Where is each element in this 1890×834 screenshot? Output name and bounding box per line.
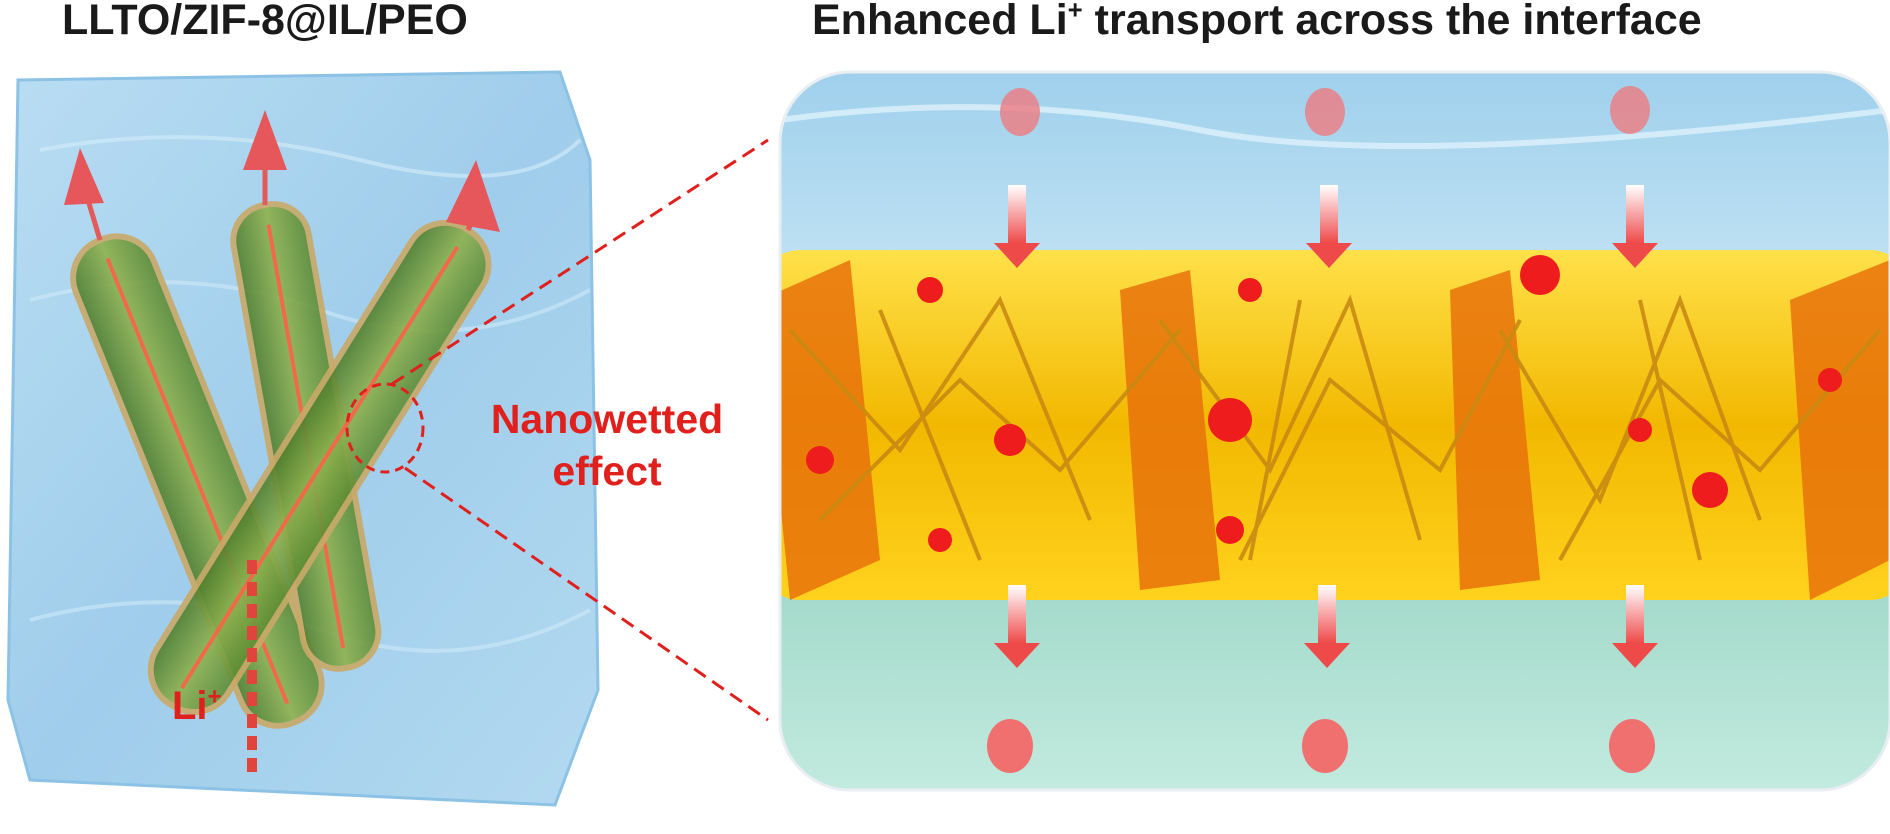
right-title-superscript: + — [1067, 0, 1083, 25]
up-arrow-icon — [64, 148, 104, 241]
nanowetted-line-2: effect — [552, 448, 662, 494]
li-label-superscript: + — [207, 683, 222, 711]
zoom-circle — [345, 382, 425, 474]
down-arrow-icon — [1612, 185, 1658, 268]
interface-panel-border — [778, 70, 1890, 792]
zoom-connector-bottom — [404, 466, 769, 722]
zoom-connector-top — [391, 138, 769, 386]
li-ion-icon — [987, 719, 1655, 773]
nanowetted-label: Nanowetted effect — [462, 393, 752, 497]
down-arrow-icon — [1304, 585, 1350, 668]
down-arrow-icon — [1306, 185, 1352, 268]
right-panel-title: Enhanced Li+ transport across the interf… — [812, 0, 1702, 45]
down-arrow-icon — [1612, 585, 1658, 668]
li-ion-label: Li+ — [172, 684, 222, 729]
right-title-prefix: Enhanced Li — [812, 0, 1068, 44]
down-arrow-icon — [994, 185, 1040, 268]
nanowetted-line-1: Nanowetted — [490, 396, 724, 442]
down-arrow-icon — [994, 585, 1040, 668]
interface-zoom-panel — [780, 72, 1890, 790]
interface-layer — [780, 250, 1890, 600]
up-arrow-icon — [446, 160, 500, 232]
up-arrow-icon — [243, 110, 287, 205]
left-panel-title: LLTO/ZIF-8@IL/PEO — [62, 0, 468, 44]
li-ion-icon — [1000, 86, 1650, 136]
right-title-suffix: transport across the interface — [1082, 0, 1702, 44]
li-label-base: Li — [172, 684, 208, 728]
